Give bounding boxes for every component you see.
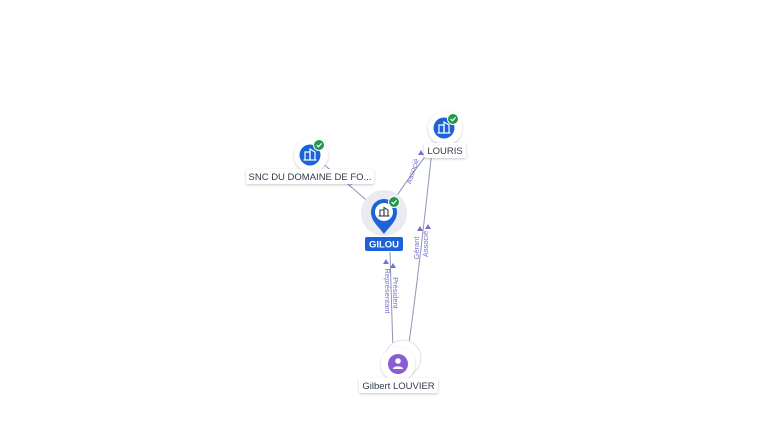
arrow-person-main-2 [390,263,396,268]
node-label-main: GILOU [369,240,399,251]
node-label-snc: SNC DU DOMAINE DE FO... [249,172,372,183]
arrow-person-main-1 [383,259,389,264]
building-icon [378,206,390,217]
arrow-person-louris-1 [417,226,423,231]
edge-label-president: Président [391,277,400,310]
arrow-louris-main [418,150,424,155]
node-main[interactable]: GILOU [361,190,407,251]
node-label-person: Gilbert LOUVIER [362,381,434,392]
person-icon [392,358,404,369]
edge-label-louris-main: Associé [404,157,421,185]
verified-check-icon [388,196,400,208]
node-louris[interactable]: LOURIS [424,111,466,158]
edge-label-representant: Représentant [383,268,392,314]
arrow-person-louris-2 [425,224,431,229]
verified-check-icon [313,139,325,151]
node-person[interactable]: Gilbert LOUVIER [359,339,438,393]
edge-label-associe: Associé [421,231,430,257]
edge-label-gerant: Gérant [412,236,421,260]
verified-check-icon [447,113,459,125]
building-icon [303,147,317,161]
edge-person-louris[interactable] [407,149,433,351]
node-label-louris: LOURIS [427,146,462,157]
node-snc[interactable]: SNC DU DOMAINE DE FO... [246,138,374,184]
building-icon [437,120,451,134]
edge-person-main[interactable] [389,251,394,353]
